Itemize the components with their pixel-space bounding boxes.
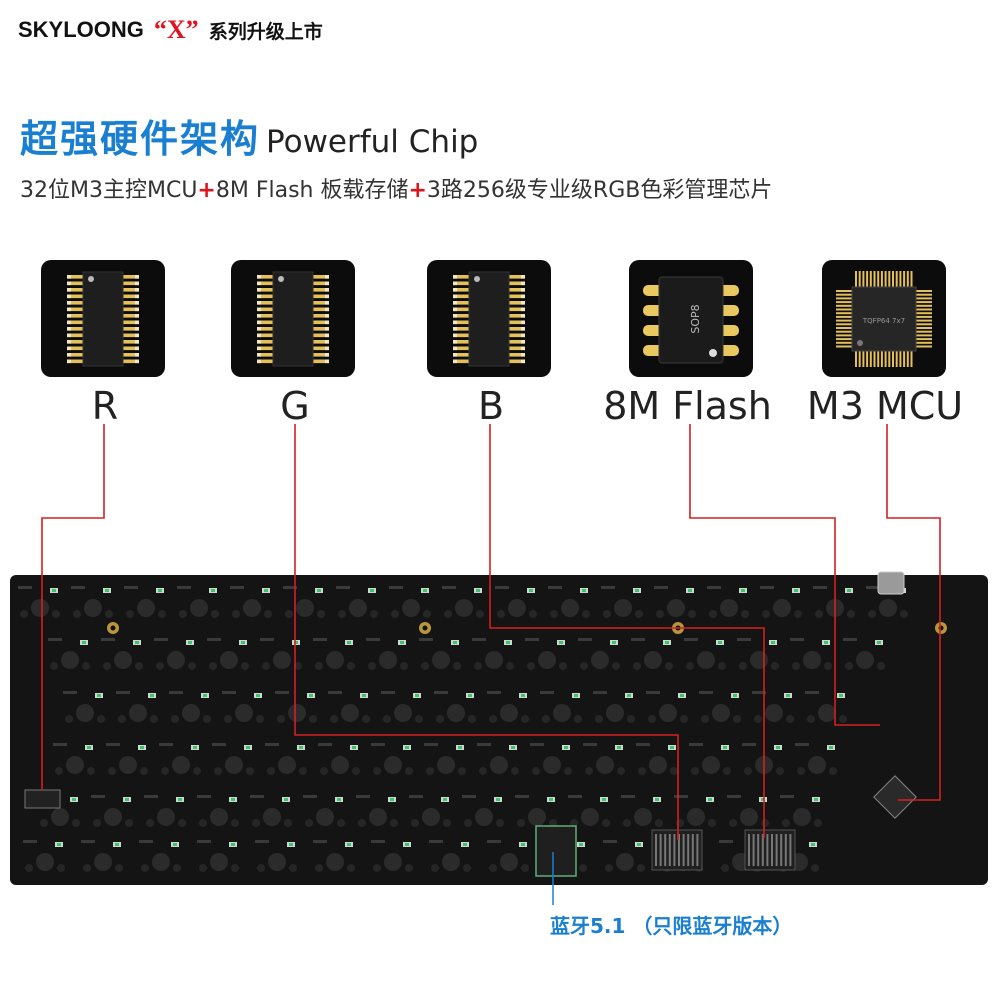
mcu-on-board <box>873 775 917 819</box>
soic-chip-icon <box>67 271 139 366</box>
subtitle-flash: 8M Flash 板载存储 <box>215 178 409 203</box>
bluetooth-label: 蓝牙5.1 （只限蓝牙版本） <box>550 914 793 938</box>
bluetooth-module <box>535 825 577 877</box>
header-tagline: 系列升级上市 <box>208 20 323 43</box>
chip-g <box>231 260 355 377</box>
soic-chip-icon <box>257 271 329 366</box>
pcb-board <box>10 575 988 885</box>
chip-label-r: R <box>91 384 119 428</box>
chip-label-g: G <box>280 384 310 428</box>
header: SKYLOONG “X” 系列升级上市 <box>18 12 323 48</box>
title-chinese: 超强硬件架构 <box>20 117 261 161</box>
page-title: 超强硬件架构 Powerful Chip <box>20 108 478 163</box>
tqfp-marking: TQFP64 7x7 <box>862 317 905 325</box>
sop8-marking: SOP8 <box>689 304 702 333</box>
subtitle-mcu: 32位M3主控MCU <box>20 178 198 203</box>
subtitle: 32位M3主控MCU+8M Flash 板载存储+3路256级专业级RGB色彩管… <box>20 172 772 204</box>
wire-g <box>294 424 679 840</box>
wire-mcu <box>886 424 941 801</box>
chip-b <box>427 260 551 377</box>
subtitle-rgb: 3路256级专业级RGB色彩管理芯片 <box>426 178 773 203</box>
title-english: Powerful Chip <box>266 124 479 160</box>
wire-r <box>41 424 105 790</box>
brand-logo: SKYLOONG <box>18 17 144 42</box>
wire-flash <box>689 424 880 726</box>
sop8-chip-icon: SOP8 <box>643 276 739 363</box>
plus-sign: + <box>197 178 216 203</box>
wire-b <box>489 424 765 838</box>
brand-x-mark: “X” <box>153 15 199 44</box>
chip-label-mcu: M3 MCU <box>806 384 964 428</box>
chip-r <box>41 260 165 377</box>
soic-chip-icon <box>453 271 525 366</box>
chip-mcu: TQFP64 7x7 <box>822 260 946 377</box>
tqfp-chip-icon: TQFP64 7x7 <box>836 270 932 367</box>
usb-c-port <box>877 571 905 595</box>
chip-label-flash: 8M Flash <box>603 384 772 428</box>
chip-label-b: B <box>477 384 505 428</box>
chip-flash: SOP8 <box>629 260 753 377</box>
plus-sign: + <box>408 178 427 203</box>
